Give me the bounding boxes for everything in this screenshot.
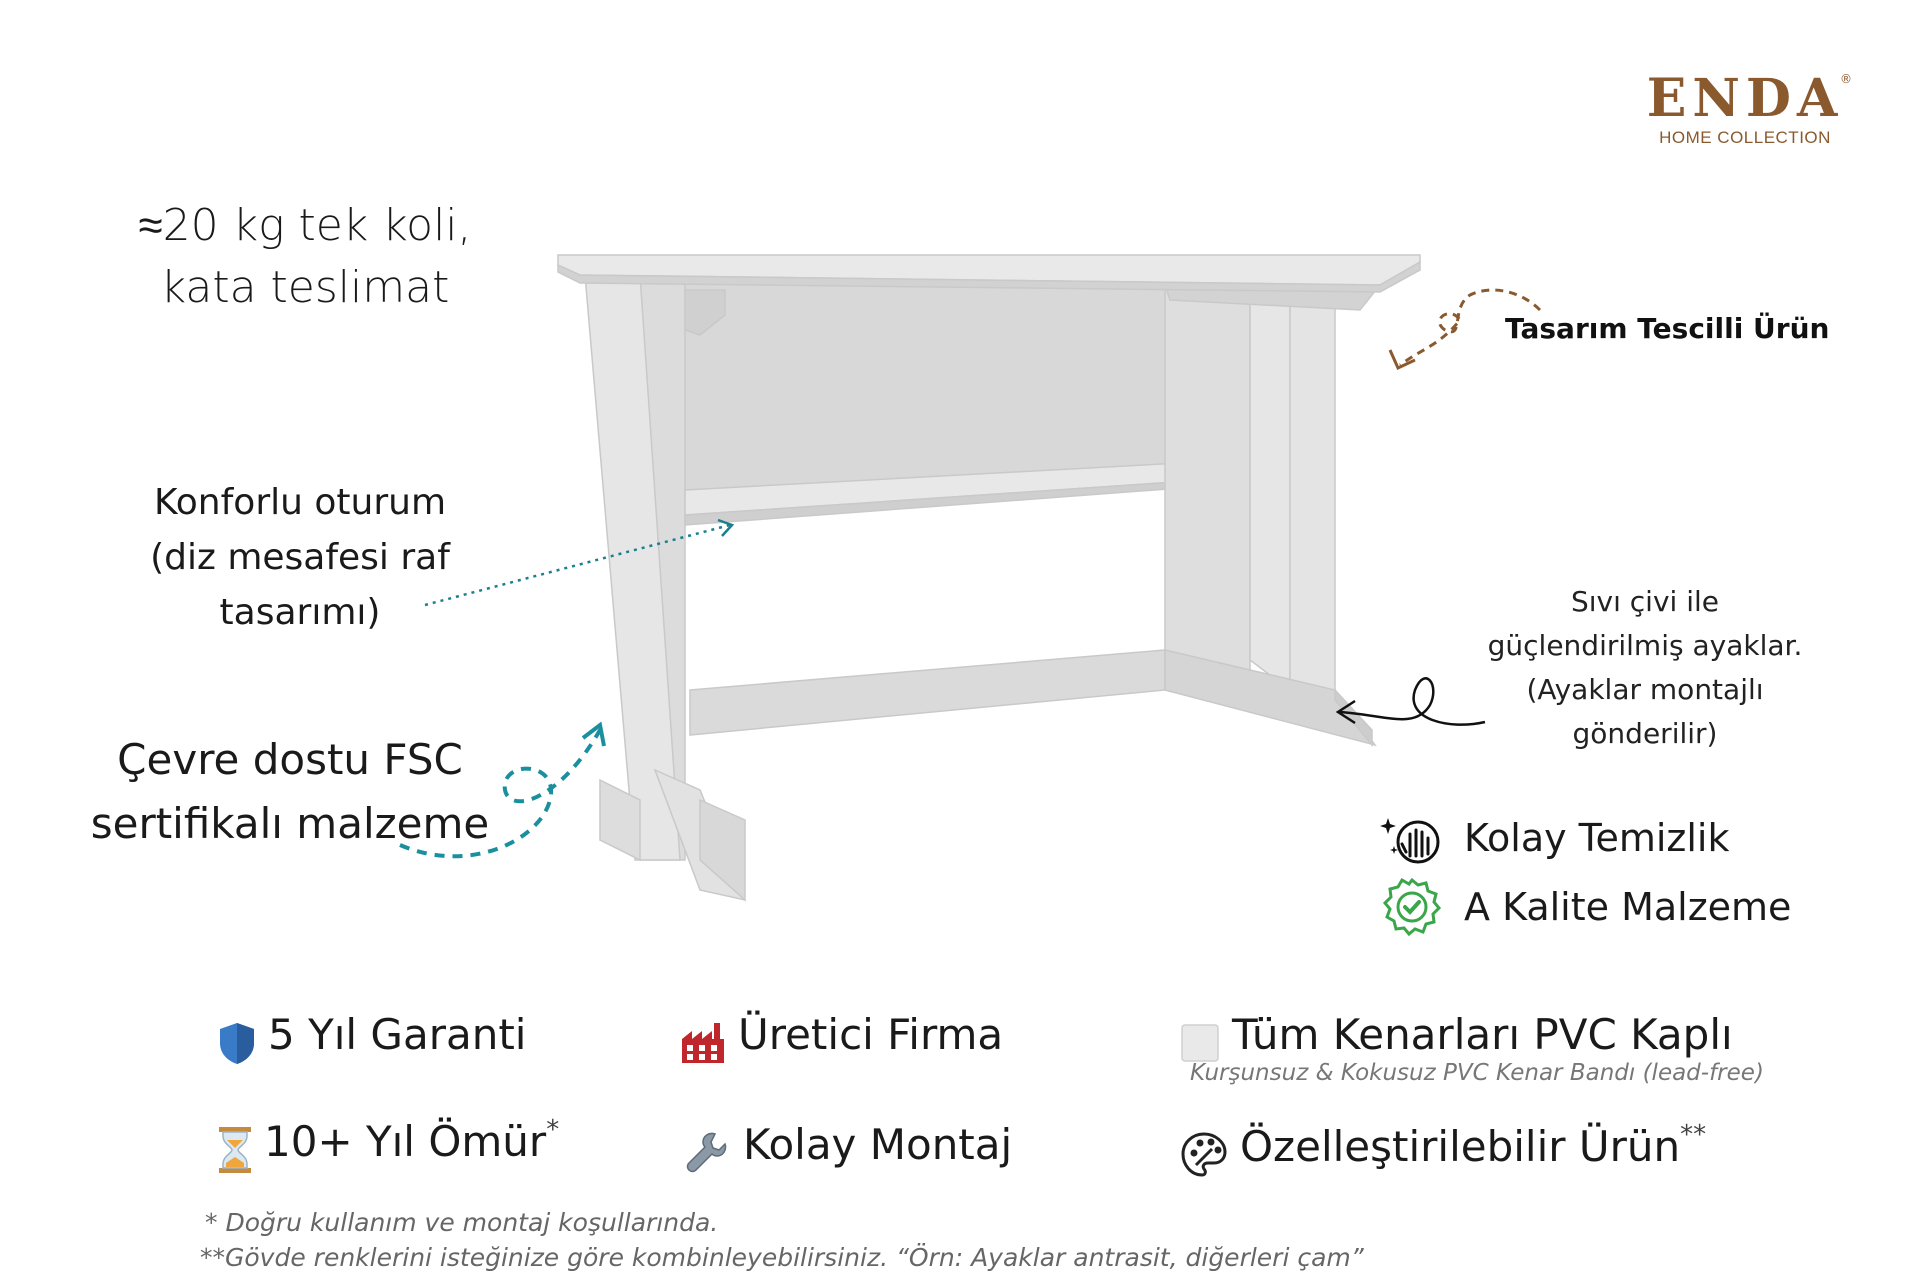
registered-mark: ® xyxy=(1840,72,1852,86)
badge-warranty-label: 5 Yıl Garanti xyxy=(268,1010,527,1059)
badge-warranty: 5 Yıl Garanti xyxy=(218,1010,526,1069)
badge-pvc-label: Tüm Kenarları PVC Kaplı xyxy=(1232,1010,1733,1059)
feature-easy-clean: Kolay Temizlik xyxy=(1380,806,1729,870)
brand-logo: ENDA ® HOME COLLECTION xyxy=(1640,68,1852,148)
legs-line-2: güçlendirilmiş ayaklar. xyxy=(1487,629,1803,662)
palette-icon xyxy=(1180,1131,1228,1183)
badge-pvc: Tüm Kenarları PVC Kaplı xyxy=(1180,1010,1733,1067)
weight-callout: ≈20 kg tek koli, kata teslimat xyxy=(100,195,510,319)
feature-quality-label: A Kalite Malzeme xyxy=(1464,885,1792,929)
legs-line-1: Sıvı çivi ile xyxy=(1570,585,1719,618)
badge-custom-label: Özelleştirilebilir Ürün xyxy=(1240,1122,1681,1171)
hourglass-icon xyxy=(218,1126,252,1178)
badge-factory-label: Üretici Firma xyxy=(738,1010,1004,1059)
legs-arrow xyxy=(1339,677,1486,726)
shield-icon xyxy=(218,1021,256,1069)
badge-pvc-subtext: Kurşunsuz & Kokusuz PVC Kenar Bandı (lea… xyxy=(1190,1060,1764,1086)
desk-back-panel xyxy=(679,269,1181,501)
hand-wipe-sparkle-icon xyxy=(1380,806,1444,870)
fsc-callout: Çevre dostu FSC sertifikalı malzeme xyxy=(50,728,530,856)
design-arrow xyxy=(1399,288,1542,367)
legs-line-4: gönderilir) xyxy=(1572,717,1718,750)
brand-subtitle: HOME COLLECTION xyxy=(1659,128,1831,147)
brand-name: ENDA xyxy=(1646,68,1844,129)
badge-assembly-label: Kolay Montaj xyxy=(743,1120,1013,1169)
comfort-callout: Konforlu oturum (diz mesafesi raf tasarı… xyxy=(110,475,490,640)
desk-stretcher xyxy=(689,649,1166,736)
custom-footnote-mark: ** xyxy=(1680,1120,1707,1150)
lifetime-footnote-mark: * xyxy=(546,1115,560,1145)
quality-badge-check-icon xyxy=(1380,875,1444,939)
badge-assembly: Kolay Montaj xyxy=(685,1120,1012,1180)
desk-right-front-leg xyxy=(1289,299,1336,691)
factory-icon xyxy=(680,1021,726,1069)
footnote-1: * Doğru kullanım ve montaj koşullarında. xyxy=(205,1208,719,1237)
weight-line-1: ≈20 kg tek koli, xyxy=(138,200,472,251)
legs-line-3: (Ayaklar montajlı xyxy=(1526,673,1764,706)
desk-right-rear-leg xyxy=(1164,274,1251,691)
weight-line-2: kata teslimat xyxy=(160,262,450,313)
feature-easy-clean-label: Kolay Temizlik xyxy=(1464,816,1730,860)
wrench-icon xyxy=(685,1130,731,1180)
comfort-line-2: (diz mesafesi raf xyxy=(150,537,450,578)
comfort-line-1: Konforlu oturum xyxy=(153,482,447,523)
design-callout: Tasarım Tescilli Ürün xyxy=(1505,312,1830,345)
badge-lifetime: 10+ Yıl Ömür* xyxy=(218,1115,559,1178)
fsc-line-1: Çevre dostu FSC xyxy=(117,735,463,784)
fsc-line-2: sertifikalı malzeme xyxy=(90,799,490,848)
feature-quality: A Kalite Malzeme xyxy=(1380,875,1791,939)
white-square-icon xyxy=(1180,1023,1220,1067)
fsc-arrow xyxy=(399,729,602,859)
badge-custom: Özelleştirilebilir Ürün** xyxy=(1180,1120,1706,1183)
comfort-line-3: tasarımı) xyxy=(219,592,381,633)
legs-callout: Sıvı çivi ile güçlendirilmiş ayaklar. (A… xyxy=(1450,580,1840,756)
footnote-2: **Gövde renklerini isteğinize göre kombi… xyxy=(200,1243,1364,1272)
badge-lifetime-label: 10+ Yıl Ömür xyxy=(264,1117,547,1166)
badge-factory: Üretici Firma xyxy=(680,1010,1003,1069)
